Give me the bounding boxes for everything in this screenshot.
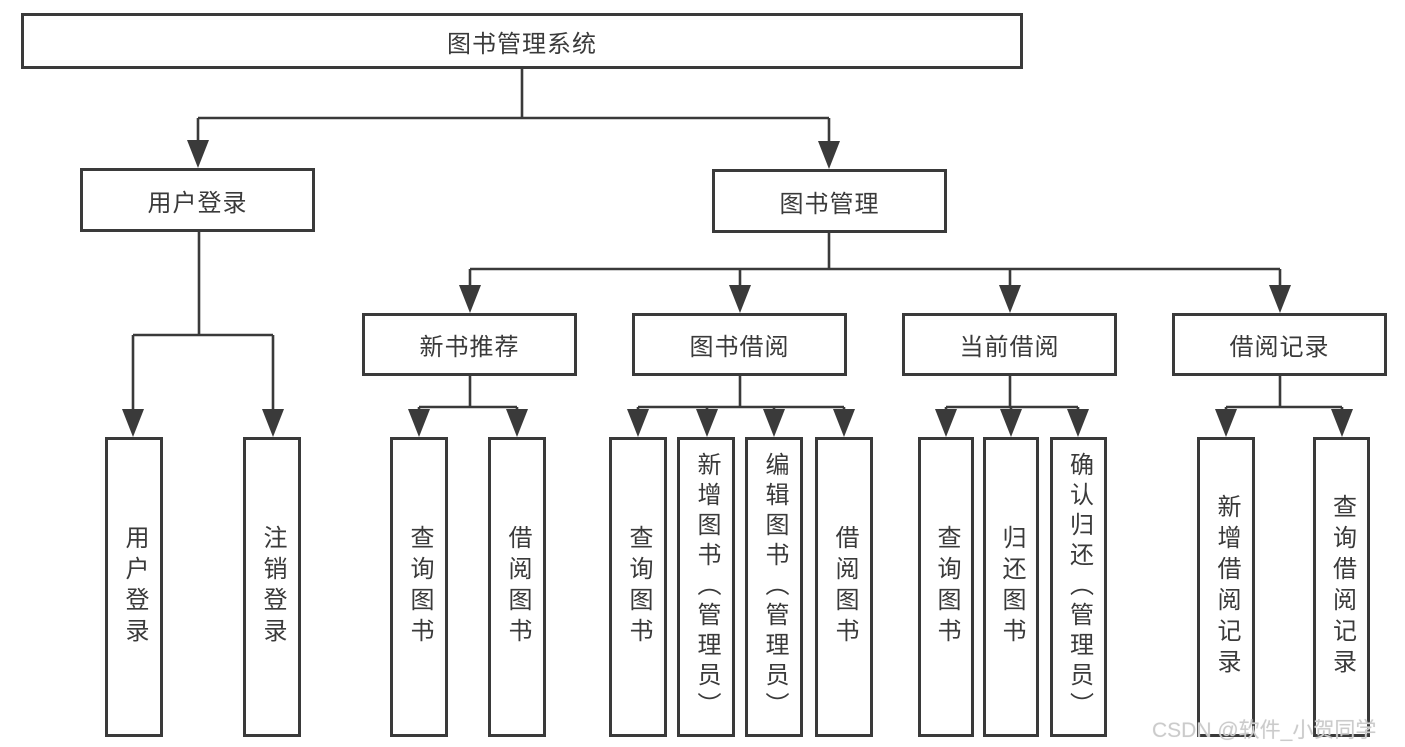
leaf-confirm-return-admin: 确认归还（管理员） — [1050, 437, 1107, 737]
node-book-borrow: 图书借阅 — [632, 313, 847, 376]
leaf-return-books: 归还图书 — [983, 437, 1039, 737]
leaf-logout: 注销登录 — [243, 437, 301, 737]
leaf-query-books-current: 查询图书 — [918, 437, 974, 737]
leaf-query-borrow-record: 查询借阅记录 — [1313, 437, 1370, 737]
leaf-query-books-borrow: 查询图书 — [609, 437, 667, 737]
node-current-borrow: 当前借阅 — [902, 313, 1117, 376]
csdn-watermark: CSDN @软件_小贺同学 — [1152, 719, 1377, 742]
node-new-book-recommend: 新书推荐 — [362, 313, 577, 376]
leaf-borrow-books: 借阅图书 — [815, 437, 873, 737]
leaf-query-books-recommend: 查询图书 — [390, 437, 448, 737]
leaf-add-books-admin: 新增图书（管理员） — [677, 437, 735, 737]
leaf-add-borrow-record: 新增借阅记录 — [1197, 437, 1255, 737]
node-borrow-records: 借阅记录 — [1172, 313, 1387, 376]
leaf-edit-books-admin: 编辑图书（管理员） — [745, 437, 803, 737]
node-library-system: 图书管理系统 — [21, 13, 1023, 69]
leaf-borrow-books-recommend: 借阅图书 — [488, 437, 546, 737]
node-book-management: 图书管理 — [712, 169, 947, 233]
leaf-user-login: 用户登录 — [105, 437, 163, 737]
node-user-login: 用户登录 — [80, 168, 315, 232]
